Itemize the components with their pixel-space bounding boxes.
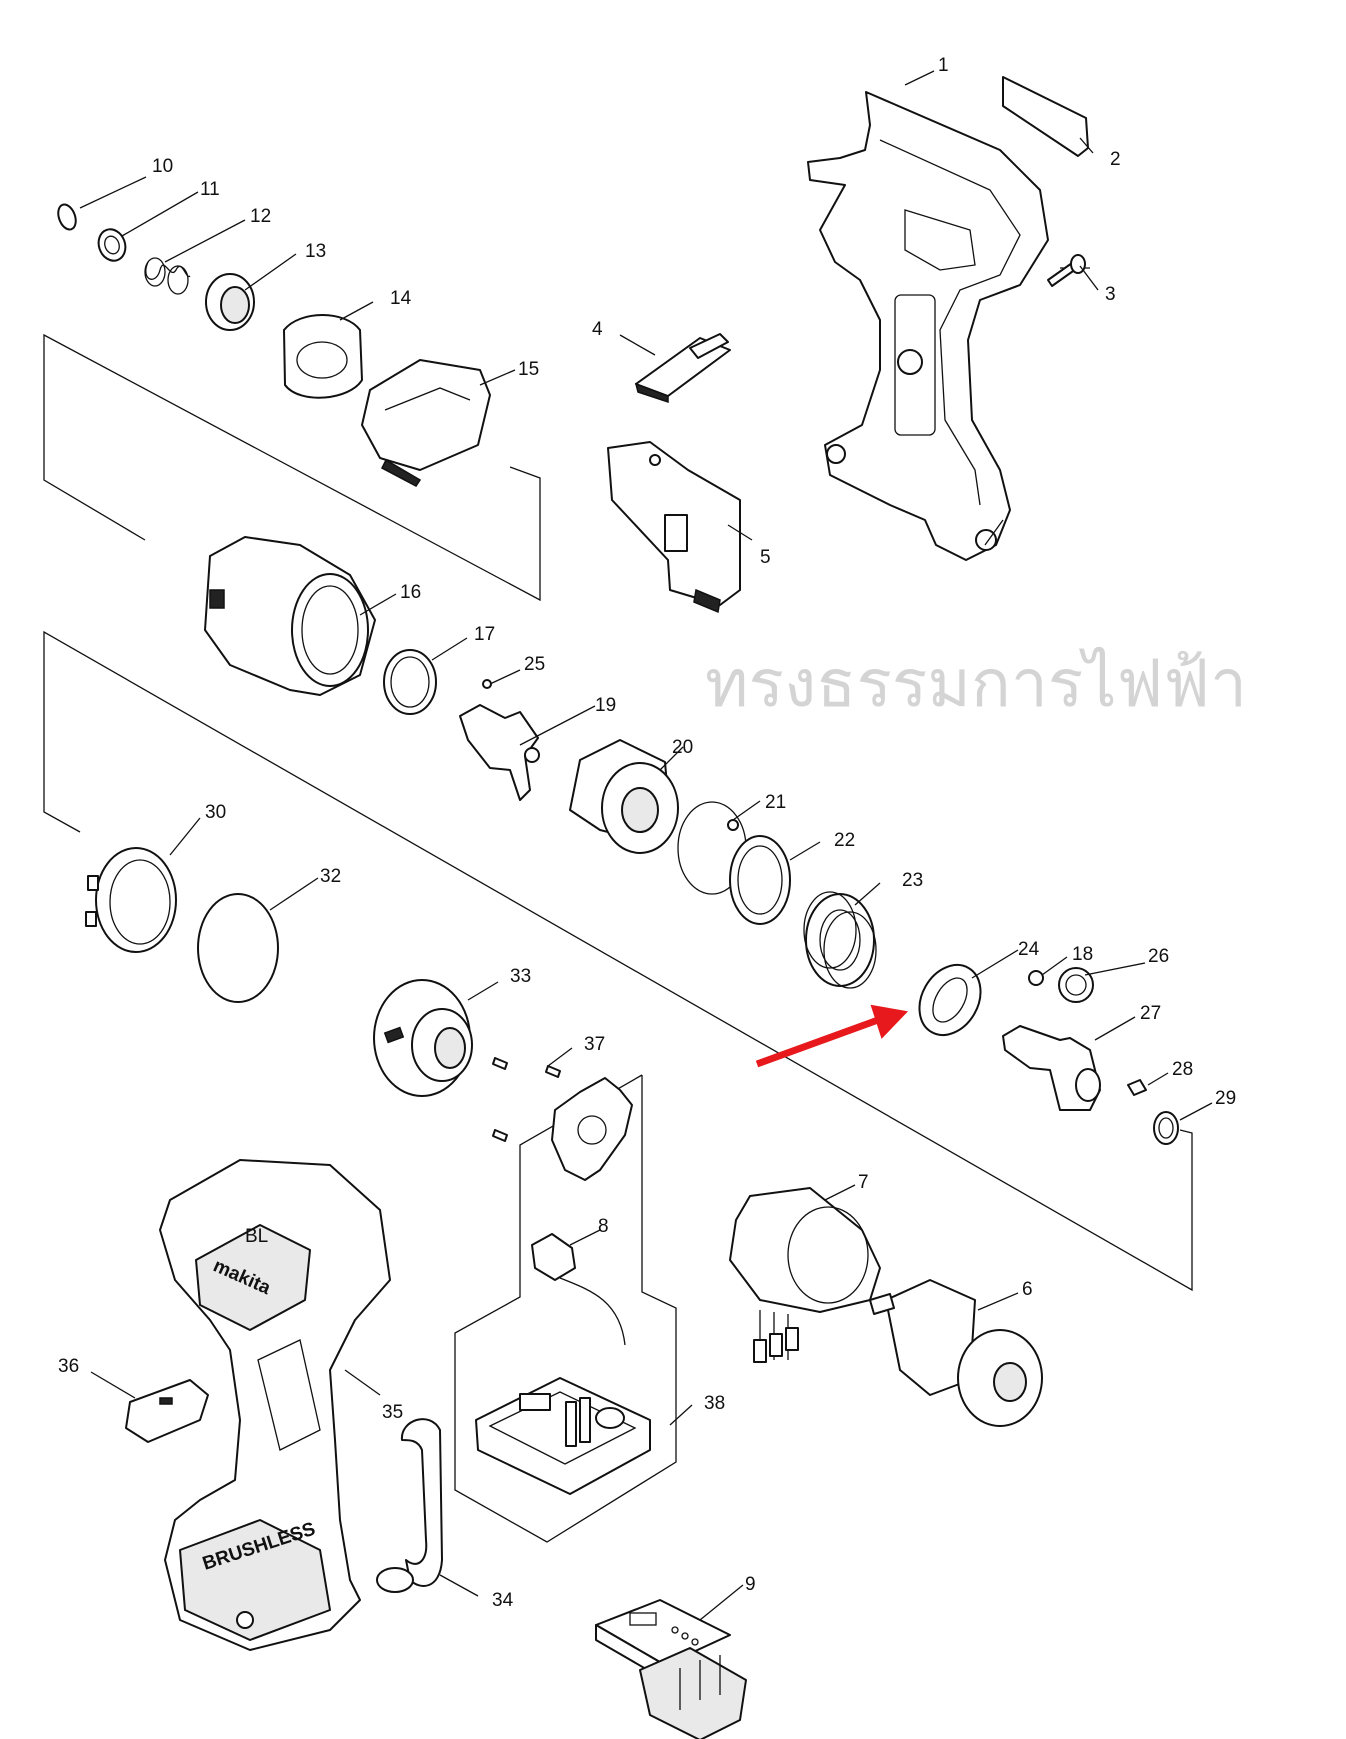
part-22-washer	[729, 835, 791, 925]
part-5-switch	[607, 441, 741, 614]
callout-24: 24	[1018, 939, 1040, 960]
part-30-ring	[85, 847, 177, 953]
callout-30: 30	[205, 802, 226, 823]
callout-36: 36	[58, 1356, 79, 1377]
part-15-front-cover	[361, 359, 491, 487]
callout-12: 12	[250, 206, 271, 227]
part-13-sleeve	[205, 273, 255, 331]
part-24-gasket	[918, 964, 982, 1036]
callout-14: 14	[390, 288, 412, 309]
callout-1: 1	[938, 55, 949, 76]
part-10-retaining-ring	[57, 203, 77, 231]
callout-3: 3	[1105, 284, 1116, 305]
watermark-text: ทรงธรรมการไฟฟ้า	[705, 645, 1247, 722]
callout-labels: 1 2 3 4 5 6 7 8 9 10 11 12 13 14 15 16 1…	[58, 55, 1236, 1611]
part-27-spindle	[1002, 1025, 1101, 1111]
callout-5: 5	[760, 547, 771, 568]
callout-6: 6	[1022, 1279, 1033, 1300]
part-28-pin	[1127, 1079, 1147, 1096]
part-33-bearing-box	[373, 979, 473, 1097]
part-29-washer	[1153, 1111, 1179, 1145]
callout-19: 19	[595, 695, 616, 716]
part-4-switch-lever	[634, 333, 731, 404]
callout-28: 28	[1172, 1059, 1193, 1080]
part-8-sensor	[531, 1233, 626, 1346]
part-37-screws	[492, 1057, 561, 1142]
callout-37: 37	[584, 1034, 605, 1055]
callout-10: 10	[152, 156, 173, 177]
callout-11: 11	[200, 179, 220, 200]
part-12-spring	[144, 257, 191, 295]
callout-4: 4	[592, 319, 603, 340]
callout-29: 29	[1215, 1088, 1236, 1109]
callout-2: 2	[1110, 149, 1121, 170]
part-26-gear	[1058, 967, 1094, 1003]
part-6-rotor	[869, 1279, 1043, 1427]
housing-badge-text: BL	[245, 1226, 268, 1247]
part-32-o-ring	[197, 893, 279, 1003]
callout-20: 20	[672, 737, 693, 758]
part-20-hammer	[569, 739, 679, 854]
callout-33: 33	[510, 966, 531, 987]
callout-16: 16	[400, 582, 421, 603]
callout-13: 13	[305, 241, 326, 262]
part-35-housing-set: makita BL BRUSHLESS	[159, 1159, 391, 1651]
highlight-arrow-shaft	[755, 1016, 880, 1068]
part-14-bumper	[283, 314, 363, 399]
callout-17: 17	[474, 624, 495, 645]
callout-25: 25	[524, 654, 545, 675]
part-23-spring	[803, 891, 877, 989]
part-34-strap	[376, 1418, 443, 1593]
callout-23: 23	[902, 870, 923, 891]
part-7-stator	[729, 1187, 881, 1363]
callout-15: 15	[518, 359, 539, 380]
callout-8: 8	[598, 1216, 609, 1237]
part-38-controller	[475, 1377, 651, 1495]
part-16-hammer-case	[204, 536, 376, 696]
callout-27: 27	[1140, 1003, 1161, 1024]
part-1-housing-half	[807, 91, 1049, 561]
callout-9: 9	[745, 1574, 756, 1595]
part-2-label-plate	[1002, 76, 1089, 157]
leader-lines	[79, 70, 1213, 1621]
part-18-steel-ball	[1028, 970, 1044, 986]
part-17-washer	[383, 649, 437, 715]
part-11-washer	[97, 228, 127, 262]
callout-18: 18	[1072, 944, 1093, 965]
part-9-switch-unit	[595, 1599, 747, 1739]
part-31-sensor-plate	[551, 1077, 633, 1181]
callout-21: 21	[765, 792, 786, 813]
callout-34: 34	[492, 1590, 514, 1611]
callout-7: 7	[858, 1172, 869, 1193]
callout-38: 38	[704, 1393, 725, 1414]
part-25-steel-ball	[482, 679, 492, 689]
callout-26: 26	[1148, 946, 1169, 967]
highlight-arrow	[755, 1004, 909, 1068]
callout-32: 32	[320, 866, 341, 887]
callout-35: 35	[382, 1402, 403, 1423]
part-19-anvil	[459, 704, 540, 801]
group-outlines	[43, 333, 1193, 1543]
part-36-cap	[125, 1379, 209, 1443]
callout-22: 22	[834, 830, 855, 851]
highlight-arrow-head	[870, 1004, 909, 1039]
